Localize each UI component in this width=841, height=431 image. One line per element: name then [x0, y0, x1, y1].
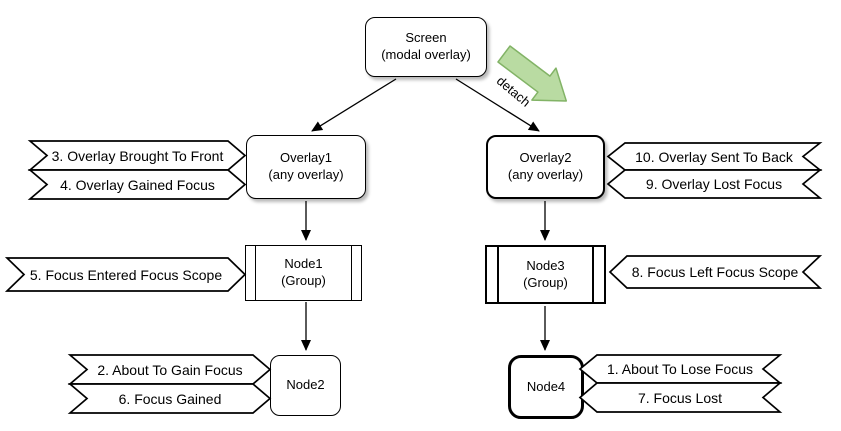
node-screen: Screen (modal overlay) — [365, 17, 487, 77]
banner-shape — [606, 169, 823, 199]
node-overlay2: Overlay2 (any overlay) — [486, 135, 605, 199]
banner-shape — [578, 382, 783, 413]
node-node2: Node2 — [270, 355, 341, 416]
node-overlay2-title: Overlay2 — [519, 150, 572, 166]
banner-label: 9. Overlay Lost Focus — [645, 176, 783, 192]
banner-shape — [4, 257, 247, 292]
group-side-bar — [592, 247, 594, 302]
banner-label: 6. Focus Gained — [118, 390, 222, 407]
banner-focus-entered-focus-scope: 5. Focus Entered Focus Scope — [4, 257, 247, 292]
detach-arrow-icon — [497, 45, 568, 102]
banner-label: 1. About To Lose Focus — [606, 361, 754, 377]
node-node1-group: Node1 (Group) — [245, 245, 362, 301]
banner-label: 3. Overlay Brought To Front — [51, 147, 224, 164]
node-overlay2-subtitle: (any overlay) — [507, 167, 584, 182]
group-side-bar — [497, 247, 499, 302]
banner-label: 10. Overlay Sent To Back — [635, 148, 793, 165]
banner-label: 8. Focus Left Focus Scope — [631, 264, 799, 280]
banner-overlay-sent-to-back: 10. Overlay Sent To Back — [606, 142, 823, 171]
banner-label: 4. Overlay Gained Focus — [60, 176, 215, 193]
banner-focus-gained: 6. Focus Gained — [67, 383, 272, 414]
node-node1-title: Node1 — [284, 256, 323, 272]
node-node4-title: Node4 — [526, 378, 566, 394]
banner-focus-left-focus-scope: 8. Focus Left Focus Scope — [608, 255, 823, 289]
banner-about-to-lose-focus: 1. About To Lose Focus — [578, 354, 783, 384]
edge-screen-overlay1 — [311, 78, 397, 132]
banner-shape — [67, 383, 272, 414]
node-node3-title: Node3 — [526, 257, 565, 273]
banner-overlay-gained-focus: 4. Overlay Gained Focus — [27, 169, 247, 200]
banner-shape — [608, 255, 823, 289]
node-screen-title: Screen — [405, 30, 447, 46]
banner-shape — [27, 169, 247, 200]
node-overlay1-title: Overlay1 — [279, 150, 333, 166]
banner-focus-lost: 7. Focus Lost — [578, 382, 783, 413]
group-side-bar — [255, 246, 256, 300]
node-overlay1-subtitle: (any overlay) — [268, 167, 344, 182]
node-overlay1: Overlay1 (any overlay) — [246, 135, 366, 199]
banner-about-to-gain-focus: 2. About To Gain Focus — [67, 354, 272, 385]
banner-label: 7. Focus Lost — [637, 389, 723, 406]
node-screen-subtitle: (modal overlay) — [381, 47, 471, 62]
banner-overlay-brought-to-front: 3. Overlay Brought To Front — [27, 140, 247, 171]
node-node4: Node4 — [508, 355, 584, 419]
banner-overlay-lost-focus: 9. Overlay Lost Focus — [606, 169, 823, 199]
group-side-bar — [351, 246, 352, 300]
edge-screen-overlay2 — [455, 78, 540, 132]
node-node3-subtitle: (Group) — [523, 274, 568, 290]
node-node3-group: Node3 (Group) — [485, 245, 606, 304]
node-node2-title: Node2 — [286, 377, 325, 393]
banner-label: 5. Focus Entered Focus Scope — [29, 266, 223, 283]
node-node1-subtitle: (Group) — [281, 273, 326, 288]
banner-label: 2. About To Gain Focus — [97, 361, 243, 378]
